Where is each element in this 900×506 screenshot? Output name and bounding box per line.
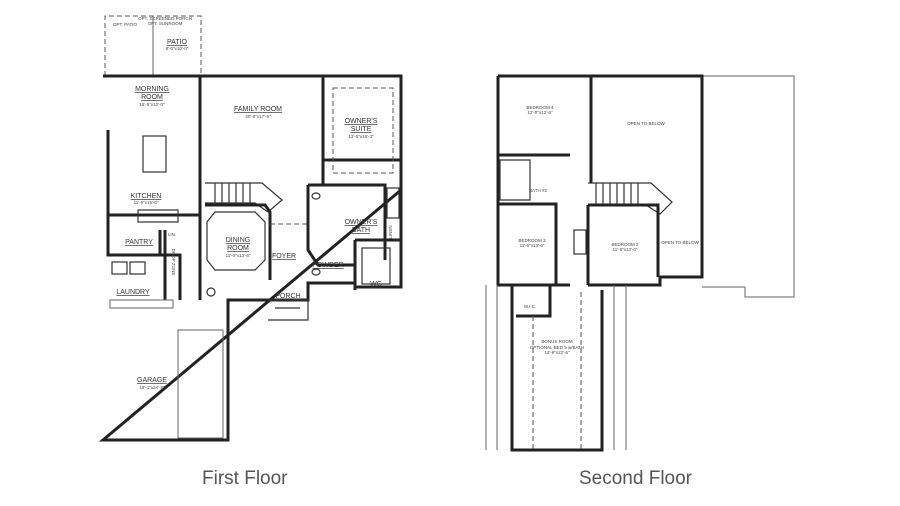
label-opt-screened-porch: OPT. SCREENED PORCH (138, 16, 192, 21)
label-bedroom-4: BEDROOM 4 (526, 105, 554, 110)
label-morning-room-2: ROOM (141, 94, 163, 101)
label-open-to-below-1: OPEN TO BELOW (627, 121, 665, 126)
label-powder: POWDER (312, 262, 344, 269)
second-floor-caption: Second Floor (579, 468, 693, 489)
label-family-room: FAMILY ROOM (234, 106, 282, 113)
label-opt-patio: OPT. PATIO (113, 22, 138, 27)
label-porch: PORCH (275, 293, 300, 300)
label-drop-zone: DROP ZONE (171, 249, 176, 276)
label-opt-sunroom: OPT. SUNROOM (148, 21, 183, 26)
label-owners-bath-2: BATH (352, 227, 370, 234)
label-bedroom-2: BEDROOM 2 (611, 242, 639, 247)
label-open-to-below-2: OPEN TO BELOW (661, 240, 699, 245)
label-linen-2: LINEN (388, 225, 393, 238)
second-floor-plan: BEDROOM 4 12'-0"x12'-6" OPEN TO BELOW BA… (485, 74, 795, 452)
label-patio: PATIO (167, 39, 188, 46)
label-morning-room-dim: 15'-5"x10'-0" (139, 102, 165, 107)
label-bedroom-3-dim: 11'-6"x13'-6" (520, 243, 545, 248)
label-linen-1: LIN. (168, 232, 176, 237)
label-bedroom-2-dim: 11'-6"x13'-0" (613, 247, 638, 252)
label-pantry: PANTRY (125, 239, 153, 246)
label-wic: W.I.C. (524, 304, 536, 309)
label-bath-2: BATH #2 (529, 188, 547, 193)
first-floor-plan: OPT. PATIO OPT. SCREENED PORCH OPT. SUNR… (98, 15, 403, 442)
label-bedroom-3: BEDROOM 3 (518, 238, 546, 243)
label-dining-room-dim: 11'-0"x13'-6" (226, 253, 251, 258)
label-owners-suite-dim: 13'-0"x16'-3" (348, 134, 374, 139)
first-floor-caption: First Floor (202, 468, 288, 489)
label-dining-room: DINING (226, 237, 251, 244)
label-bonus-room-2: OPTIONAL BED 5 w/BATH (530, 345, 584, 350)
label-owners-suite: OWNER'S (345, 118, 378, 125)
label-owners-bath: OWNER'S (345, 219, 378, 226)
label-garage: GARAGE (137, 377, 167, 384)
label-bedroom-4-dim: 12'-0"x12'-6" (527, 110, 553, 115)
label-foyer: FOYER (272, 253, 296, 260)
label-garage-dim: 19'-1"x24'-8" (139, 385, 165, 390)
label-wc: WC (370, 281, 382, 288)
label-kitchen-dim: 11'-9"x15'-0" (134, 200, 159, 205)
label-owners-suite-2: SUITE (351, 126, 372, 133)
label-family-room-dim: 20'-0"x17'-5" (245, 114, 271, 119)
label-bonus-room: BONUS ROOM (541, 339, 573, 344)
label-kitchen: KITCHEN (131, 193, 162, 200)
label-bonus-room-dim: 14'-6"x22'-6" (544, 350, 570, 355)
label-laundry: LAUNDRY (116, 289, 150, 296)
label-morning-room: MORNING (135, 86, 169, 93)
label-patio-dim: 8'-0"x10'-0" (166, 46, 189, 51)
label-dining-room-2: ROOM (227, 245, 249, 252)
